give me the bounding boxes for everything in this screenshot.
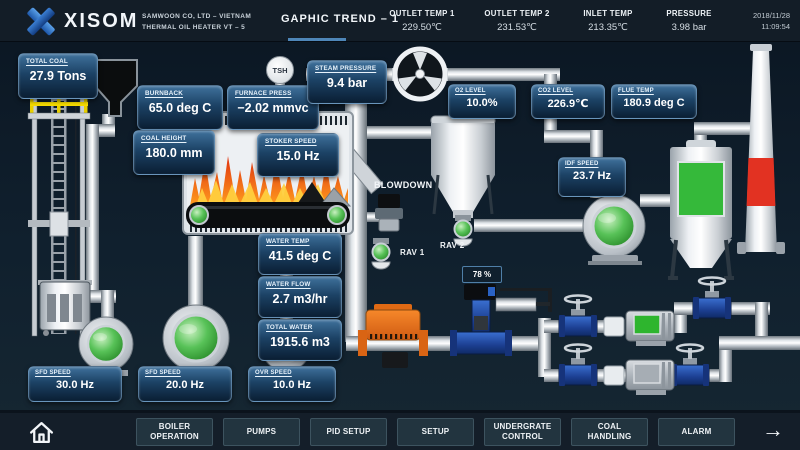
elevator-bucket: [38, 280, 92, 336]
control-valve[interactable]: [450, 284, 552, 356]
active-tab-indicator: [288, 38, 346, 41]
pump-b-stopped[interactable]: [625, 359, 675, 395]
furnace-press-panel: FURNACE PRESS −2.02 mmvc: [227, 85, 319, 130]
sfd-speed-mid-panel: SFD SPEED 20.0 Hz: [138, 366, 232, 402]
control-valve-position-panel: 78 %: [462, 266, 502, 283]
stoker-conveyor: [186, 202, 350, 228]
stat-outlet-temp-1: OUTLET TEMP 1 229.50℃: [389, 9, 455, 33]
co2-level-panel: CO2 LEVEL 226.9℃: [531, 84, 605, 119]
water-temp-panel: WATER TEMP 41.5 deg C: [258, 233, 342, 275]
blowdown-valve[interactable]: [367, 194, 403, 232]
time: 11:09:54: [761, 22, 790, 32]
flue-temp-panel: FLUE TEMP 180.9 deg C: [611, 84, 697, 119]
coal-pile: [296, 182, 328, 206]
logo-text: XISOM: [64, 9, 139, 32]
coal-hopper: [94, 59, 138, 117]
nav-pid-setup[interactable]: PID SETUP: [310, 418, 387, 446]
tsh-instrument: TSH: [266, 56, 294, 84]
screen-title-tab[interactable]: GAPHIC TREND – 1: [280, 13, 400, 25]
company-line1: SAMWOON CO, LTD – VIETNAM: [142, 13, 252, 20]
nav-boiler-operation[interactable]: BOILER OPERATION: [136, 418, 213, 446]
sfd-fan-mid[interactable]: [162, 304, 230, 376]
nav-setup[interactable]: SETUP: [397, 418, 474, 446]
total-water-panel: TOTAL WATER 1915.6 m3: [258, 319, 342, 361]
nav-undergrate-control[interactable]: UNDERGRATE CONTROL: [484, 418, 561, 446]
home-icon: [29, 422, 54, 443]
nav-alarm[interactable]: ALARM: [658, 418, 735, 446]
rav1-label: RAV 1: [400, 248, 425, 257]
idf-speed-panel: IDF SPEED 23.7 Hz: [558, 157, 626, 197]
cyclone-separator: [430, 115, 496, 218]
header-bar: XISOM SAMWOON CO, LTD – VIETNAM THERMAL …: [0, 0, 800, 42]
stat-pressure: PRESSURE 3.98 bar: [666, 9, 712, 33]
ash-silo: [668, 140, 734, 280]
app-logo: XISOM: [26, 7, 139, 36]
stat-outlet-temp-2: OUTLET TEMP 2 231.53℃: [484, 9, 550, 33]
next-page-arrow[interactable]: →: [762, 417, 784, 442]
gate-valve-3[interactable]: [558, 343, 598, 387]
chimney-red-band: [746, 158, 776, 206]
water-flow-panel: WATER FLOW 2.7 m3/hr: [258, 276, 342, 318]
company-info: SAMWOON CO, LTD – VIETNAM THERMAL OIL HE…: [142, 12, 251, 33]
logo-x-icon: [26, 7, 56, 36]
coal-height-panel: COAL HEIGHT 180.0 mm: [133, 130, 215, 175]
datetime: 2018/11/28 11:09:54: [718, 10, 790, 33]
rav2-label: RAV 2: [440, 241, 465, 250]
total-coal-panel: TOTAL COAL 27.9 Tons: [18, 53, 98, 99]
ovr-speed-panel: OVR SPEED 10.0 Hz: [248, 366, 336, 402]
nav-bar: BOILER OPERATION PUMPS PID SETUP SETUP U…: [0, 410, 800, 450]
chimney-stack: [737, 44, 785, 254]
steam-pressure-panel: STEAM PRESSURE 9.4 bar: [307, 60, 387, 104]
nav-buttons: BOILER OPERATION PUMPS PID SETUP SETUP U…: [136, 418, 735, 446]
sfd-speed-left-panel: SFD SPEED 30.0 Hz: [28, 366, 122, 402]
steam-line-fan[interactable]: [392, 46, 448, 102]
silo-level-indicator: [677, 161, 725, 217]
nav-pumps[interactable]: PUMPS: [223, 418, 300, 446]
idf-fan[interactable]: [582, 194, 646, 265]
rav2-valve[interactable]: [453, 215, 473, 247]
gate-valve-1[interactable]: [558, 294, 598, 338]
rav1-valve[interactable]: [371, 238, 391, 270]
company-line2: THERMAL OIL HEATER VT – 5: [142, 23, 246, 31]
stoker-speed-panel: STOKER SPEED 15.0 Hz: [257, 133, 339, 177]
pump-a-running[interactable]: [625, 310, 675, 346]
burnback-panel: BURNBACK 65.0 deg C: [137, 85, 223, 130]
blowdown-label: BLOWDOWN: [374, 180, 433, 190]
home-button[interactable]: [28, 419, 55, 450]
nav-coal-handling[interactable]: COAL HANDLING: [571, 418, 648, 446]
gate-valve-2[interactable]: [692, 276, 732, 320]
gate-valve-4[interactable]: [670, 343, 710, 387]
flow-meter[interactable]: [358, 304, 428, 368]
date: 2018/11/28: [753, 11, 790, 20]
stat-inlet-temp: INLET TEMP 213.35℃: [583, 9, 633, 33]
o2-level-panel: O2 LEVEL 10.0%: [448, 84, 516, 119]
sfd-fan-left[interactable]: [78, 316, 134, 376]
